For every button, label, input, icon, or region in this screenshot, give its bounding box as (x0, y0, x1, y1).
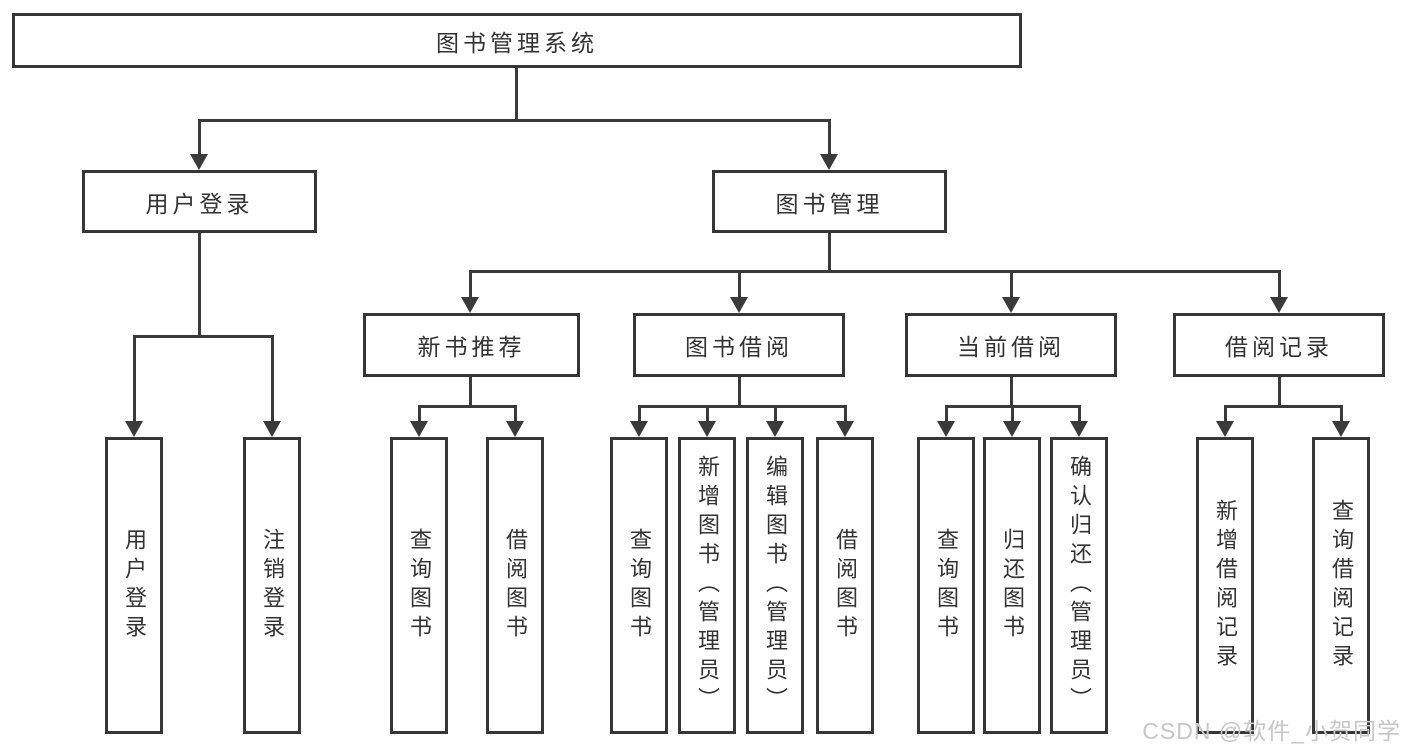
connector-to-leaf (418, 405, 421, 423)
connector-to-leaf (1011, 405, 1014, 423)
arrow-down-icon (1270, 297, 1288, 313)
connector-to-book-management (828, 119, 831, 157)
node-current-borrow: 当前借阅 (905, 313, 1117, 377)
leaf-label: 确认归还（管理员） (1067, 455, 1092, 716)
arrow-down-icon (937, 421, 955, 437)
leaf-label: 归还图书 (1000, 527, 1025, 644)
connector-current-borrow-trunk (1010, 377, 1013, 408)
connector-book-borrow-trunk (738, 377, 741, 408)
leaf-label: 查询图书 (627, 527, 652, 644)
leaf-label: 新增借阅记录 (1213, 498, 1238, 673)
leaf-query-borrow-record: 查询借阅记录 (1312, 437, 1370, 734)
arrow-down-icon (410, 421, 428, 437)
arrow-down-icon (1070, 421, 1088, 437)
arrow-down-icon (820, 154, 838, 170)
arrow-down-icon (698, 421, 716, 437)
leaf-query-books-current: 查询图书 (917, 437, 975, 734)
leaf-confirm-return-admin: 确认归还（管理员） (1050, 437, 1108, 734)
leaf-add-borrow-record: 新增借阅记录 (1196, 437, 1254, 734)
leaf-label: 用户登录 (122, 527, 147, 644)
node-borrow-records: 借阅记录 (1173, 313, 1385, 377)
connector-to-leaf (1224, 405, 1227, 423)
arrow-down-icon (125, 421, 143, 437)
arrow-down-icon (836, 421, 854, 437)
connector-to-current-borrow (1010, 270, 1013, 300)
connector-borrow-records-trunk (1278, 377, 1281, 408)
leaf-query-books-newbook: 查询图书 (390, 437, 448, 734)
leaf-user-login: 用户登录 (105, 437, 163, 734)
arrow-down-icon (1003, 421, 1021, 437)
leaf-label: 借阅图书 (833, 527, 858, 644)
connector-to-leaf (706, 405, 709, 423)
connector-to-leaf (945, 405, 948, 423)
connector-to-leaf (514, 405, 517, 423)
arrow-down-icon (190, 154, 208, 170)
leaf-borrow-books-borrow: 借阅图书 (816, 437, 874, 734)
connector-to-leaf (638, 405, 641, 423)
connector-to-user-login (198, 119, 201, 157)
node-new-book-recommend: 新书推荐 (363, 313, 580, 377)
node-user-login: 用户登录 (82, 170, 317, 233)
connector-to-leaf (774, 405, 777, 423)
leaf-add-book-admin: 新增图书（管理员） (678, 437, 736, 734)
leaf-edit-book-admin: 编辑图书（管理员） (746, 437, 804, 734)
leaf-label: 新增图书（管理员） (695, 455, 720, 716)
leaf-borrow-books-newbook: 借阅图书 (486, 437, 544, 734)
connector-to-leaf (844, 405, 847, 423)
arrow-down-icon (1216, 421, 1234, 437)
leaf-label: 查询图书 (407, 527, 432, 644)
connector-user-leaves-rail (133, 335, 274, 338)
connector-book-management-trunk (828, 233, 831, 273)
connector-to-borrow-records (1278, 270, 1281, 300)
arrow-down-icon (1002, 297, 1020, 313)
connector-to-leaf (1078, 405, 1081, 423)
connector-user-login-trunk (198, 233, 201, 338)
leaf-label: 注销登录 (260, 527, 285, 644)
connector-new-book-trunk (469, 377, 472, 408)
arrow-down-icon (730, 297, 748, 313)
connector-to-leaf (1340, 405, 1343, 423)
connector-to-leaf (271, 335, 274, 423)
node-book-borrow: 图书借阅 (633, 313, 845, 377)
arrow-down-icon (766, 421, 784, 437)
connector-book-borrow-leaves-rail (638, 405, 846, 408)
arrow-down-icon (1332, 421, 1350, 437)
connector-borrow-records-leaves-rail (1224, 405, 1342, 408)
connector-level3-rail (469, 270, 1281, 273)
leaf-query-books-borrow: 查询图书 (610, 437, 668, 734)
leaf-label: 编辑图书（管理员） (763, 455, 788, 716)
leaf-logout: 注销登录 (243, 437, 301, 734)
arrow-down-icon (263, 421, 281, 437)
csdn-watermark: CSDN @软件_小贺同学 (1142, 718, 1401, 744)
arrow-down-icon (461, 297, 479, 313)
connector-level2-rail (198, 119, 830, 122)
leaf-label: 查询借阅记录 (1329, 498, 1354, 673)
node-book-management: 图书管理 (712, 170, 947, 233)
connector-to-new-book (469, 270, 472, 300)
node-library-management-system: 图书管理系统 (12, 13, 1022, 68)
leaf-label: 借阅图书 (503, 527, 528, 644)
connector-new-book-leaves-rail (418, 405, 516, 408)
connector-root-trunk (515, 68, 518, 122)
leaf-label: 查询图书 (934, 527, 959, 644)
leaf-return-book: 归还图书 (983, 437, 1041, 734)
arrow-down-icon (630, 421, 648, 437)
arrow-down-icon (506, 421, 524, 437)
connector-to-book-borrow (738, 270, 741, 300)
connector-to-leaf (133, 335, 136, 423)
